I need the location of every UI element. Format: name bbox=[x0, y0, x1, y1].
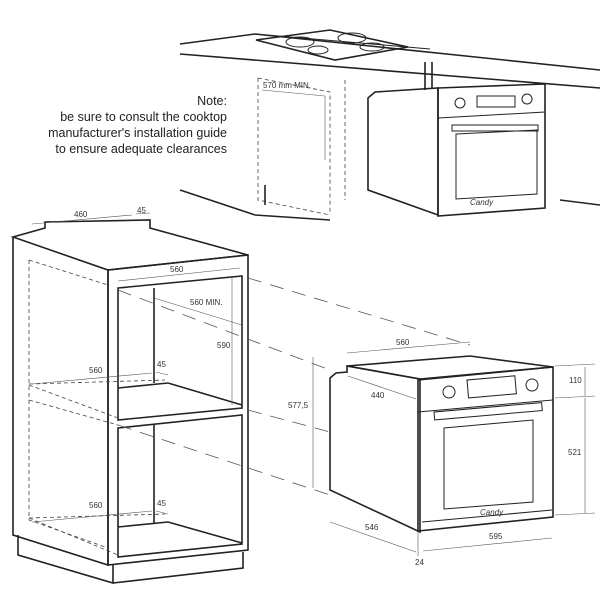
note-line: to ensure adequate clearances bbox=[55, 142, 227, 156]
label-oven-width: 595 bbox=[489, 532, 503, 541]
cooktop bbox=[255, 29, 409, 61]
label-oven-body-depth: 440 bbox=[371, 391, 385, 400]
label-depth-mid: 560 bbox=[89, 366, 103, 375]
brand-logo-top: Candy bbox=[470, 198, 494, 207]
label-panel-height: 110 bbox=[569, 376, 582, 385]
note-line: Note: bbox=[197, 94, 227, 108]
oven-top-scene: Candy bbox=[367, 83, 546, 217]
label-rear-gap-mid: 45 bbox=[157, 360, 166, 369]
cabinet-dimension-lines bbox=[31, 212, 243, 523]
tall-cabinet bbox=[10, 219, 249, 585]
label-oven-body-width: 560 bbox=[396, 338, 410, 347]
label-opening-width: 560 bbox=[170, 265, 184, 274]
label-cabinet-depth-top: 460 bbox=[74, 210, 88, 219]
note-line: be sure to consult the cooktop bbox=[60, 110, 227, 124]
label-oven-body-height: 577,5 bbox=[288, 401, 309, 410]
countertop bbox=[179, 33, 600, 89]
cooktop-clearance-note: Note: be sure to consult the cooktop man… bbox=[48, 93, 227, 157]
oven-knob-right bbox=[525, 378, 539, 392]
oven-knob-left bbox=[442, 385, 456, 399]
brand-logo: Candy bbox=[480, 508, 504, 517]
note-line: manufacturer's installation guide bbox=[48, 126, 227, 140]
oven-display bbox=[466, 375, 517, 399]
oven-main: Candy bbox=[329, 355, 554, 534]
label-rear-gap-bottom: 45 bbox=[157, 499, 166, 508]
label-opening-height: 590 bbox=[217, 341, 231, 350]
label-rear-gap-top: 45 bbox=[137, 206, 146, 215]
label-oven-depth: 546 bbox=[365, 523, 379, 532]
oven-dimension-lines bbox=[312, 341, 596, 556]
label-top-clearance: 570 mm MIN. bbox=[263, 81, 311, 90]
label-opening-depth-min: 560 MIN. bbox=[190, 298, 222, 307]
label-depth-bottom: 560 bbox=[89, 501, 103, 510]
upper-cabinet-outline bbox=[179, 62, 600, 221]
projection-lines bbox=[117, 277, 471, 496]
label-door-height: 521 bbox=[568, 448, 582, 457]
label-front-thickness: 24 bbox=[415, 558, 424, 567]
